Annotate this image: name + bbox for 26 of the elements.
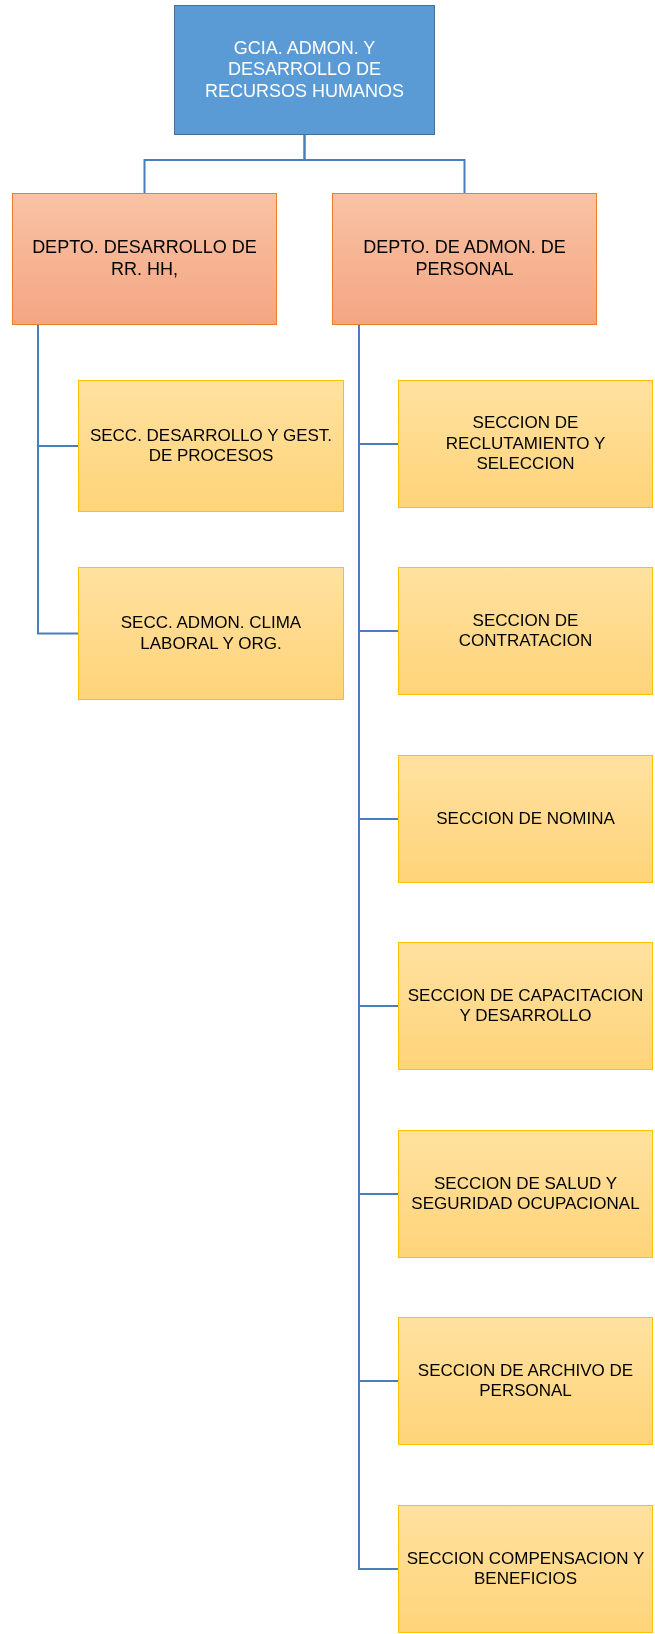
section-box <box>398 755 653 883</box>
box-label: SECCION DE SALUD Y SEGURIDAD OCUPACIONAL <box>410 1173 641 1215</box>
section-box <box>398 1505 653 1633</box>
box-label: GCIA. ADMON. Y DESARROLLO DE RECURSOS HUMANOS <box>204 37 405 103</box>
box-label: SECC. DESARROLLO Y GEST. DE PROCESOS <box>88 425 334 467</box>
box-label: SECCION DE ARCHIVO DE PERSONAL <box>416 1360 635 1402</box>
box-label: SECCION DE CONTRATACION <box>457 610 594 652</box>
box-label: SECCION COMPENSACION Y BENEFICIOS <box>405 1548 646 1590</box>
connector-line <box>303 134 466 194</box>
section-box <box>398 380 653 508</box>
section-box <box>398 1130 653 1258</box>
department-box <box>332 193 597 325</box>
box-label: SECCION DE RECLUTAMIENTO Y SELECCION <box>444 413 607 475</box>
box-label: SECCION DE CAPACITACION Y DESARROLLO <box>406 985 645 1027</box>
top-box <box>174 5 435 135</box>
section-box <box>398 567 653 695</box>
box-label: DEPTO. DESARROLLO DE RR. HH, <box>31 237 258 281</box>
department-box <box>12 193 277 325</box>
box-label: SECCION DE NOMINA <box>436 808 615 830</box>
connector-line <box>37 324 79 635</box>
box-label: DEPTO. DE ADMON. DE PERSONAL <box>362 237 567 281</box>
section-box <box>78 380 344 512</box>
section-box <box>78 567 344 700</box>
box-label: SECC. ADMON. CLIMA LABORAL Y ORG. <box>119 613 303 654</box>
section-box <box>398 942 653 1070</box>
section-box <box>398 1317 653 1445</box>
